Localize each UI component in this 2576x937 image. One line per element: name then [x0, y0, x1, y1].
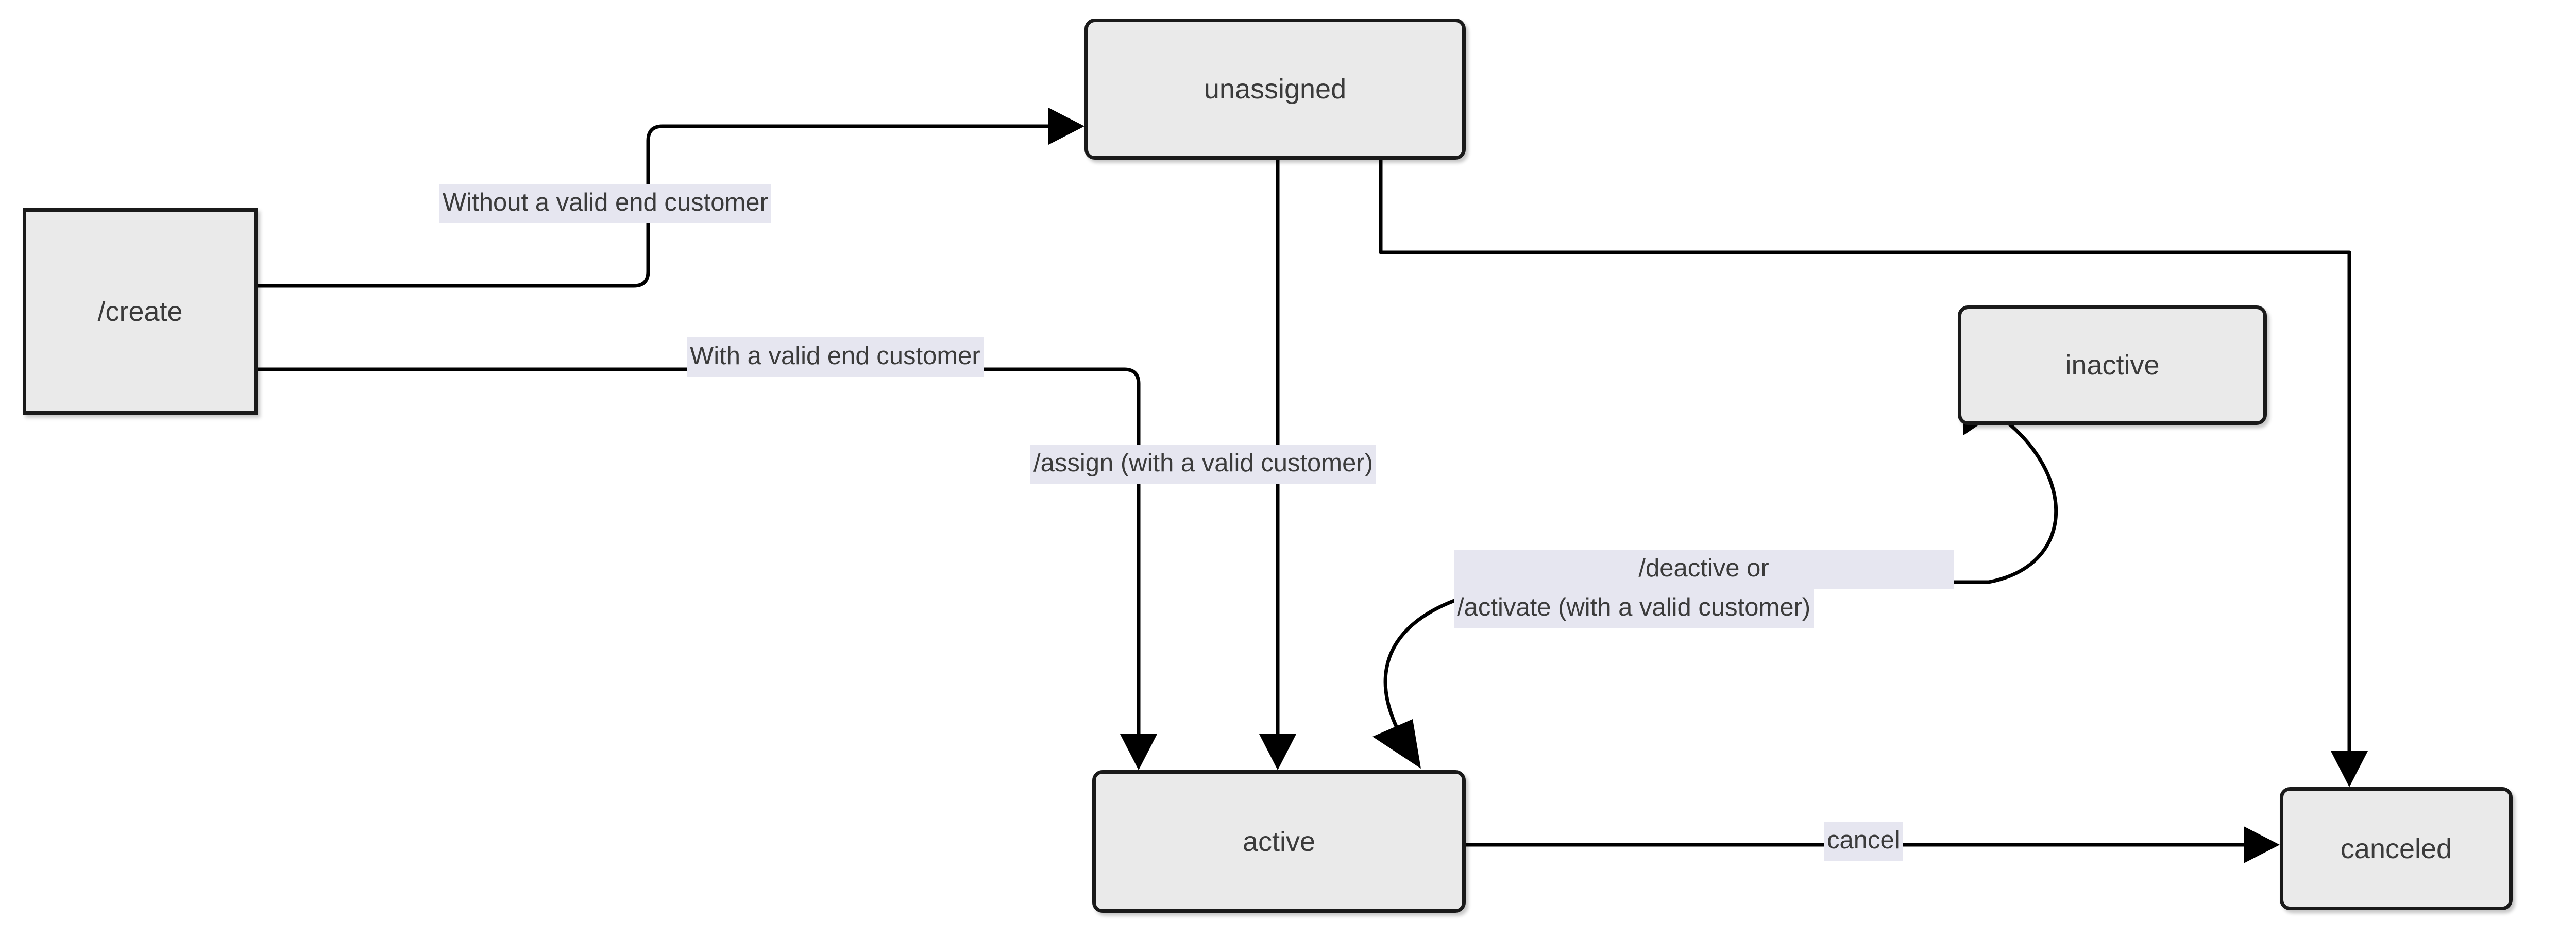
edge-unassigned-to-canceled [1379, 160, 2368, 787]
edge-label-deactive-or: /deactive or [1454, 550, 1954, 589]
state-node-active-label: active [1242, 826, 1316, 857]
arrowhead-unassigned-left [1048, 108, 1084, 145]
state-node-inactive-label: inactive [2065, 350, 2160, 381]
edge-create-to-active [258, 367, 1157, 770]
edge-label-assign-with-valid-customer: /assign (with a valid customer) [1030, 445, 1377, 484]
state-node-active[interactable]: active [1092, 770, 1466, 913]
state-node-inactive[interactable]: inactive [1958, 305, 2267, 425]
arrowhead-active-right [1372, 719, 1421, 769]
state-node-create-label: /create [97, 296, 183, 327]
arrowhead-active-center [1259, 734, 1296, 770]
state-node-unassigned[interactable]: unassigned [1084, 19, 1466, 160]
edge-label-cancel: cancel [1824, 822, 1903, 861]
state-node-canceled[interactable]: canceled [2280, 787, 2513, 910]
edge-label-with-valid-end-customer: With a valid end customer [687, 337, 984, 377]
arrowhead-active-left [1120, 734, 1157, 770]
arrowhead-canceled-top [2331, 751, 2368, 787]
edge-label-activate-with-valid-customer: /activate (with a valid customer) [1454, 589, 1814, 628]
edge-label-without-valid-end-customer: Without a valid end customer [439, 184, 771, 223]
state-node-unassigned-label: unassigned [1204, 74, 1347, 105]
state-node-create[interactable]: /create [23, 208, 258, 415]
arrowhead-canceled-left [2244, 826, 2280, 863]
state-node-canceled-label: canceled [2340, 833, 2452, 864]
